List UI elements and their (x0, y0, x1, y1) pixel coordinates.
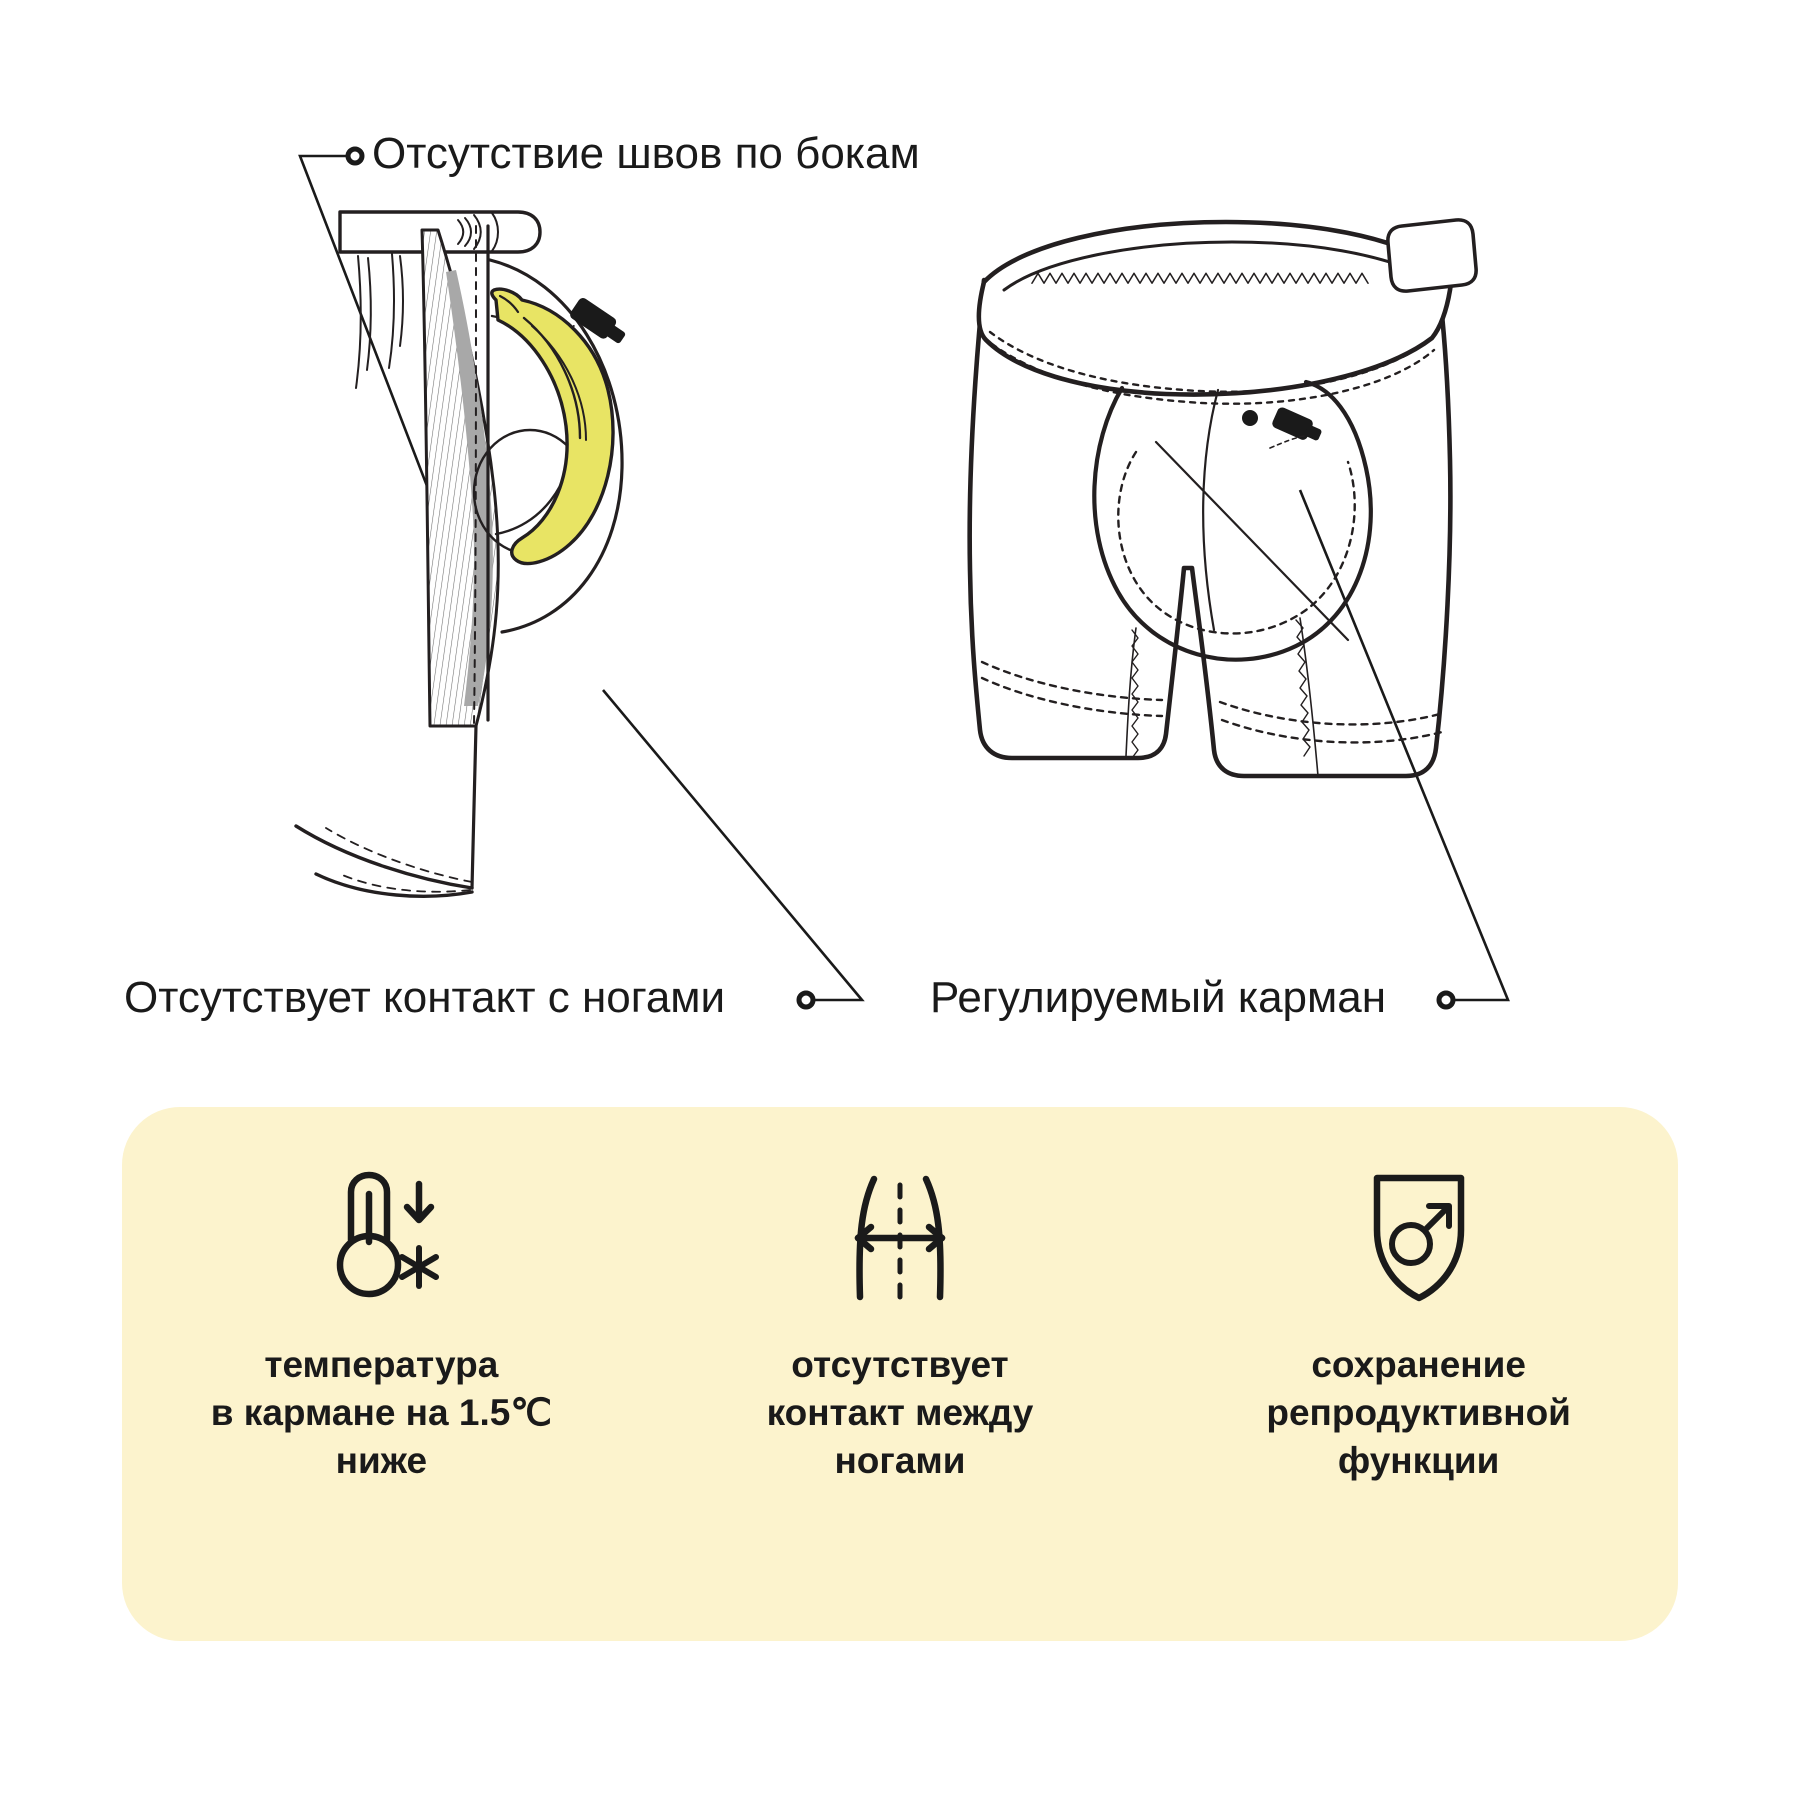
leader-dot-no-side-seams (345, 146, 365, 166)
adjustable-pocket (1092, 379, 1373, 662)
leg-opening (294, 724, 478, 898)
feature-item-reproductive: сохранение репродуктивной функции (1204, 1163, 1634, 1485)
feature-item-temperature: температура в кармане на 1.5℃ ниже (166, 1163, 596, 1485)
callout-label-no-leg-contact: Отсутствует контакт с ногами (124, 973, 726, 1022)
front-view-illustration (967, 218, 1478, 779)
feature-text-no-leg-contact: отсутствует контакт между ногами (766, 1344, 1034, 1482)
leader-line-no-leg-contact (602, 689, 865, 1002)
leader-line-adjustable-pocket (1298, 489, 1510, 1002)
leader-dot-no-leg-contact (796, 990, 816, 1010)
feature-panel: температура в кармане на 1.5℃ ниже о (122, 1107, 1678, 1641)
brief-body (967, 263, 1453, 779)
adjuster-clip (497, 298, 626, 344)
fabric-folds (355, 253, 404, 389)
waistband-front (976, 218, 1478, 405)
inseam-stitching (1125, 617, 1319, 777)
legs-no-contact-arrows-icon (844, 1163, 956, 1313)
feature-item-no-leg-contact: отсутствует контакт между ногами (685, 1163, 1115, 1485)
pocket-panel (420, 228, 500, 728)
leg-hem-stitching (980, 660, 1444, 744)
banana (490, 287, 615, 566)
callout-label-no-side-seams: Отсутствие швов по бокам (372, 129, 920, 178)
shield-male-symbol-icon (1367, 1163, 1471, 1313)
callout-label-adjustable-pocket: Регулируемый карман (930, 973, 1387, 1022)
waistband-side (338, 210, 542, 254)
leader-dot-adjustable-pocket (1436, 990, 1456, 1010)
pocket-button-dot (1242, 410, 1258, 426)
feature-text-reproductive: сохранение репродуктивной функции (1266, 1344, 1571, 1482)
pocket-pouch (472, 258, 624, 634)
pocket-clip (1272, 407, 1322, 441)
center-seam (473, 224, 490, 725)
thermometer-down-snowflake-icon (315, 1163, 447, 1313)
feature-text-temperature: температура в кармане на 1.5℃ ниже (210, 1344, 552, 1482)
leader-line-no-side-seams (298, 154, 439, 513)
side-view-illustration (294, 210, 626, 898)
